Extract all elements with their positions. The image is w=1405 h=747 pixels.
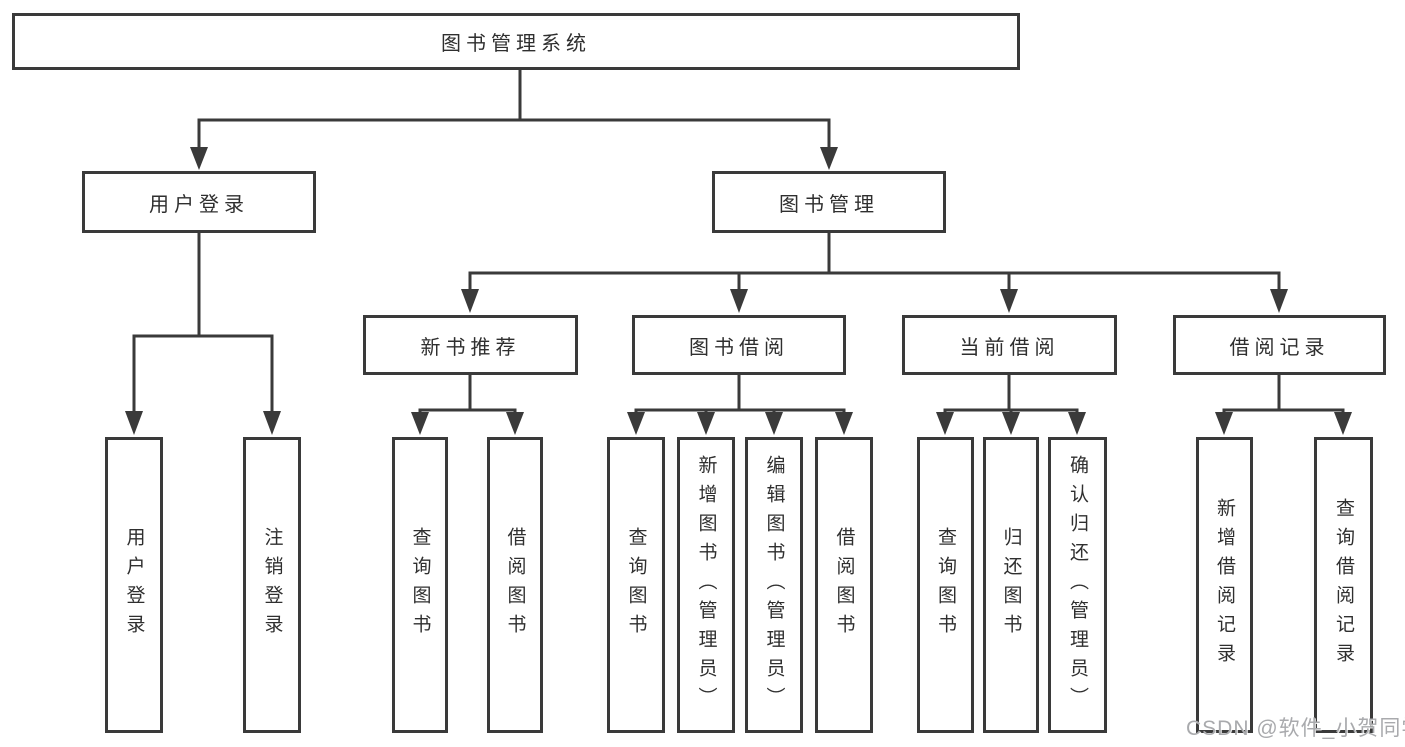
connector-book-borrowing — [627, 373, 853, 435]
node-return-books: 归还图书 — [983, 437, 1039, 733]
node-add-books-admin: 新增图书（管理员） — [677, 437, 735, 733]
node-book-management: 图书管理 — [712, 171, 946, 233]
node-book-borrowing: 图书借阅 — [632, 315, 846, 375]
connector-borrowing-records — [1215, 373, 1352, 435]
node-logout-login: 注销登录 — [243, 437, 301, 733]
connector-root — [190, 68, 838, 170]
node-user-login: 用户登录 — [82, 171, 316, 233]
node-current-borrowing: 当前借阅 — [902, 315, 1117, 375]
connector-book-management — [461, 231, 1288, 313]
node-edit-books-admin: 编辑图书（管理员） — [745, 437, 803, 733]
connector-current-borrowing — [936, 373, 1086, 435]
node-user-login-leaf: 用户登录 — [105, 437, 163, 733]
node-borrow-books-recommend: 借阅图书 — [487, 437, 543, 733]
node-query-borrow-record: 查询借阅记录 — [1314, 437, 1373, 733]
node-add-borrow-record: 新增借阅记录 — [1196, 437, 1253, 733]
node-new-book-recommend: 新书推荐 — [363, 315, 578, 375]
node-query-books-borrowing: 查询图书 — [607, 437, 665, 733]
node-library-management-system: 图书管理系统 — [12, 13, 1020, 70]
node-query-books-recommend: 查询图书 — [392, 437, 448, 733]
node-confirm-return-admin: 确认归还（管理员） — [1048, 437, 1107, 733]
node-query-books-current: 查询图书 — [917, 437, 974, 733]
connector-new-book-recommend — [411, 373, 524, 435]
connector-user-login — [125, 231, 281, 435]
csdn-watermark: CSDN @软件_小贺同学 — [1186, 717, 1405, 740]
node-borrowing-records: 借阅记录 — [1173, 315, 1386, 375]
node-borrow-books-borrowing: 借阅图书 — [815, 437, 873, 733]
